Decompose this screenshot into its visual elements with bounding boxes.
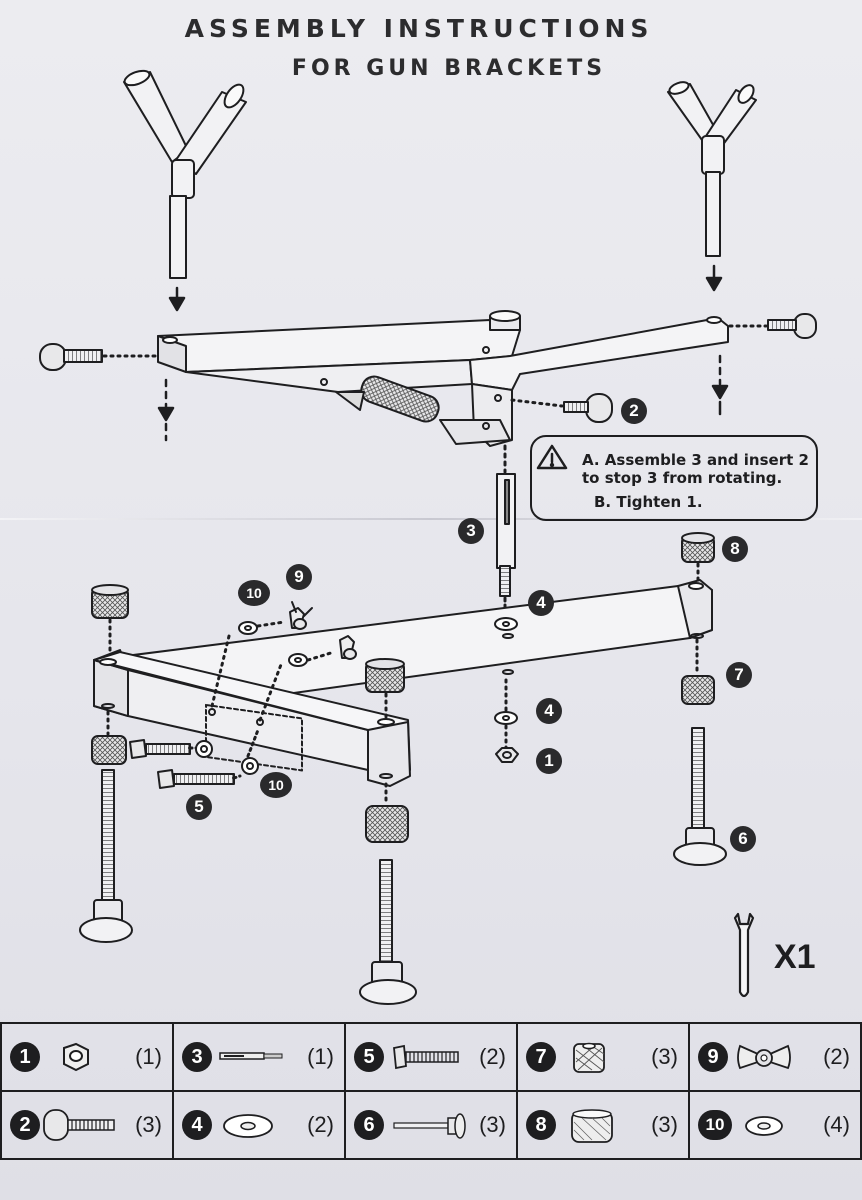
callout-6: 6 <box>730 826 756 852</box>
warning-box <box>530 435 818 521</box>
part-cell-7: 7 (3) <box>516 1022 690 1092</box>
hex-nut-icon <box>63 1042 89 1072</box>
part-qty: (3) <box>479 1112 506 1137</box>
part-number: 6 <box>354 1110 384 1140</box>
legs <box>79 638 727 1005</box>
base-frame <box>93 579 713 787</box>
part-qty: (1) <box>135 1044 162 1069</box>
part-qty: (3) <box>651 1112 678 1137</box>
parts-row-2: 2 (3) 4 (2) 6 <box>0 1090 862 1160</box>
part-cell-5: 5 (2) <box>344 1022 518 1092</box>
part-qty: (2) <box>823 1044 850 1069</box>
part-number: 5 <box>354 1042 384 1072</box>
small-washer-icon <box>745 1116 783 1136</box>
assembly-diagram <box>39 69 817 1005</box>
callout-10-bottom: 10 <box>260 772 292 798</box>
knurled-spacer-icon <box>573 1042 605 1073</box>
part-number: 9 <box>698 1042 728 1072</box>
part-cell-4: 4 (2) <box>172 1090 346 1160</box>
threaded-rod-icon <box>219 1052 283 1060</box>
warning-line-a2: to stop 3 from rotating. <box>582 469 783 487</box>
part-qty: (2) <box>307 1112 334 1137</box>
left-thumb-screw <box>39 343 158 371</box>
part-qty: (1) <box>307 1044 334 1069</box>
part-number: 7 <box>526 1042 556 1072</box>
washers-and-nut <box>494 617 519 763</box>
warning-line-a1: A. Assemble 3 and insert 2 <box>582 451 809 469</box>
parts-list-table: 1 (1) 3 (1) 5 <box>0 1022 862 1160</box>
part-qty: (3) <box>135 1112 162 1137</box>
part-number: 2 <box>10 1110 40 1140</box>
part-cell-10: 10 (4) <box>688 1090 862 1160</box>
washer-icon <box>223 1114 273 1138</box>
callout-4-top: 4 <box>528 590 554 616</box>
part-qty: (4) <box>823 1112 850 1137</box>
warning-triangle-icon <box>536 444 568 470</box>
insert-arrows <box>157 264 729 442</box>
thumb-screw-2 <box>510 393 613 423</box>
callout-3: 3 <box>458 518 484 544</box>
part-cell-3: 3 (1) <box>172 1022 346 1092</box>
adjustable-foot-icon <box>393 1113 466 1139</box>
callout-4-bottom: 4 <box>536 698 562 724</box>
knurled-cap-icon <box>571 1109 613 1143</box>
left-y-rest <box>123 69 247 279</box>
knurled-caps <box>91 532 715 720</box>
part-qty: (3) <box>651 1044 678 1069</box>
part-cell-1: 1 (1) <box>0 1022 174 1092</box>
part-number: 3 <box>182 1042 212 1072</box>
wrench-icon <box>733 912 755 998</box>
thumb-screw-icon <box>43 1109 115 1141</box>
callout-1: 1 <box>536 748 562 774</box>
right-y-rest <box>667 81 757 257</box>
top-frame <box>157 310 729 447</box>
part-cell-6: 6 (3) <box>344 1090 518 1160</box>
part-cell-2: 2 (3) <box>0 1090 174 1160</box>
rod-3 <box>496 444 516 623</box>
callout-2: 2 <box>621 398 647 424</box>
part-qty: (2) <box>479 1044 506 1069</box>
callout-9: 9 <box>286 564 312 590</box>
part-cell-9: 9 (2) <box>688 1022 862 1092</box>
page-subtitle: FOR GUN BRACKETS <box>291 56 607 81</box>
parts-row-1: 1 (1) 3 (1) 5 <box>0 1022 862 1092</box>
warning-line-b: B. Tighten 1. <box>594 493 703 511</box>
right-thumb-screw <box>728 313 817 339</box>
wrench-quantity: X1 <box>774 938 816 976</box>
part-number: 1 <box>10 1042 40 1072</box>
hex-bolt-icon <box>393 1044 459 1070</box>
paper-fold <box>0 518 862 520</box>
part-number: 4 <box>182 1110 212 1140</box>
callout-5: 5 <box>186 794 212 820</box>
callout-7: 7 <box>726 662 752 688</box>
part-cell-8: 8 (3) <box>516 1090 690 1160</box>
wing-nut-icon <box>737 1044 791 1070</box>
callout-10-top: 10 <box>238 580 270 606</box>
clamp-hardware <box>129 601 357 789</box>
part-number: 8 <box>526 1110 556 1140</box>
page-title: ASSEMBLY INSTRUCTIONS <box>184 14 654 43</box>
callout-8: 8 <box>722 536 748 562</box>
part-number: 10 <box>698 1110 732 1140</box>
